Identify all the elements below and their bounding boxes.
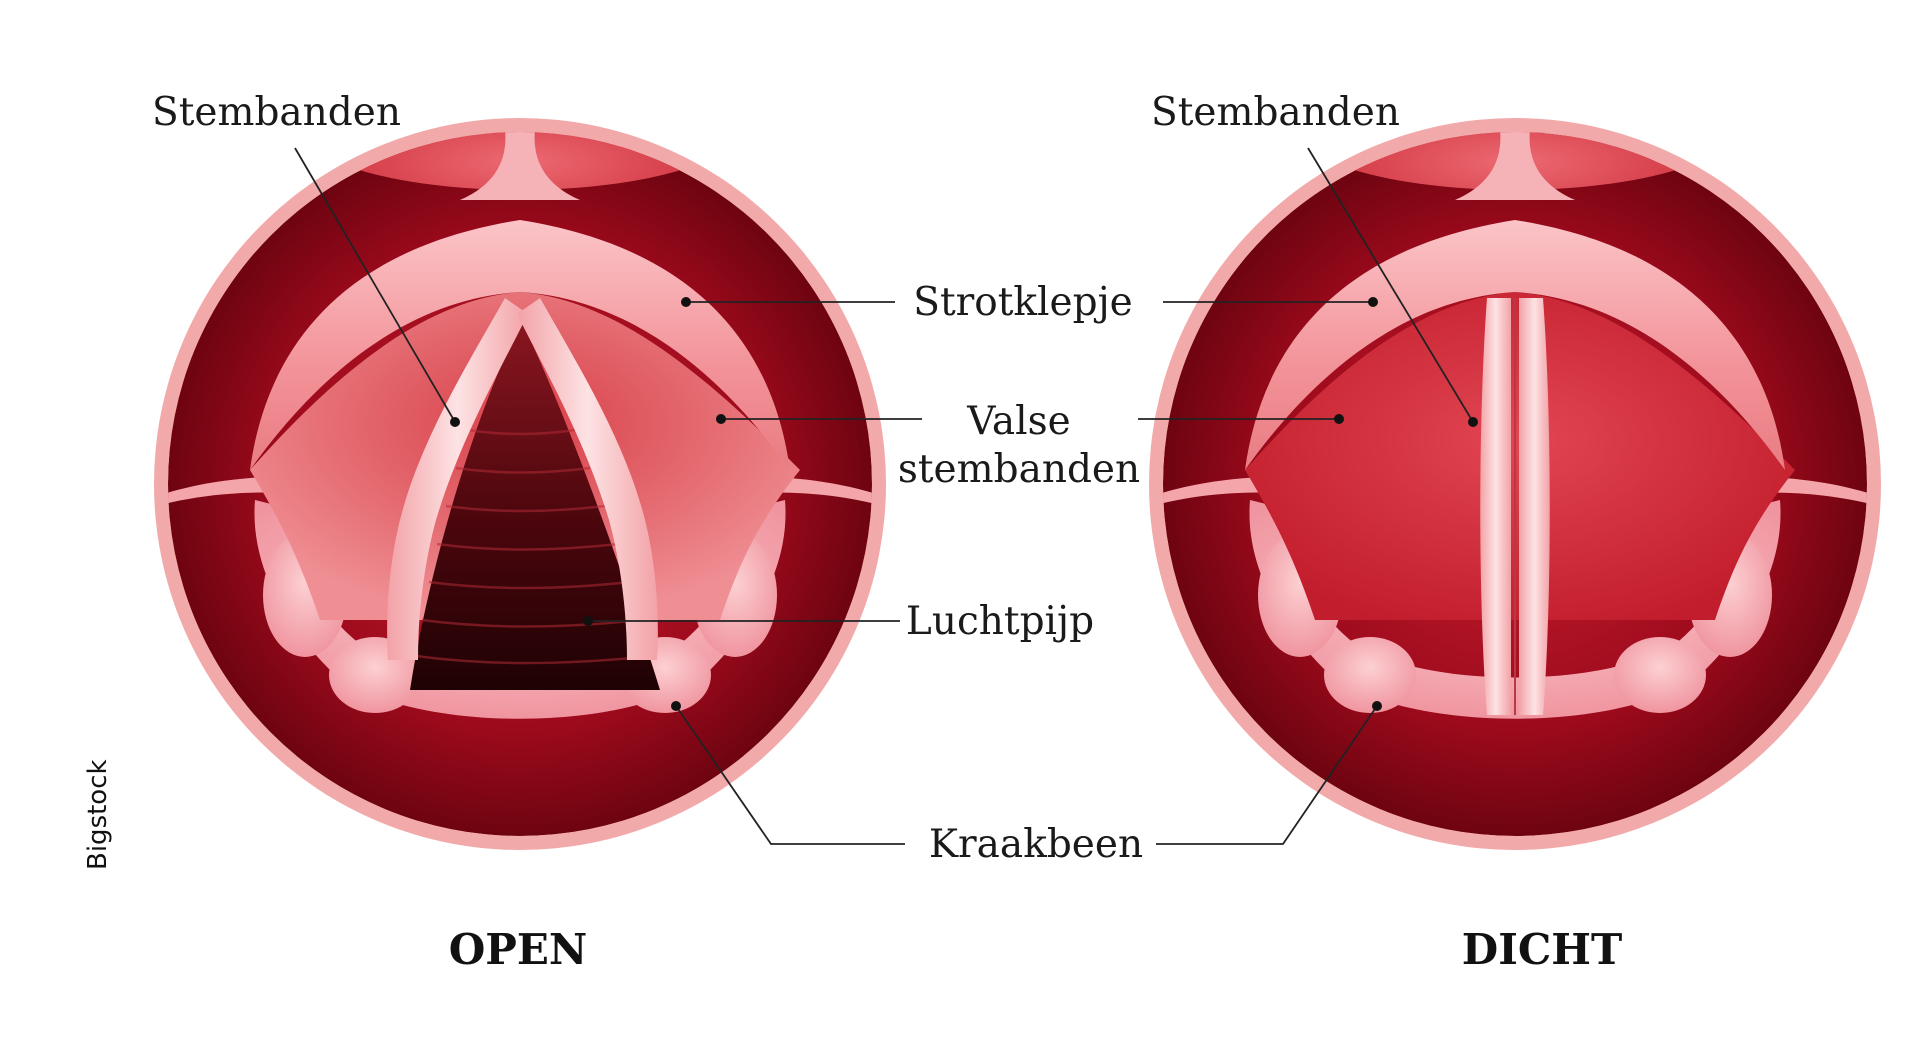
marker-trachea xyxy=(583,616,593,626)
title-closed: DICHT xyxy=(1462,925,1622,974)
leader-vocal-cords-right xyxy=(1307,147,1474,423)
leader-cartilage-left xyxy=(675,705,905,845)
image-credit: Bigstock xyxy=(83,759,113,870)
leader-lines xyxy=(294,147,1478,845)
marker-epiglottis-left xyxy=(681,297,691,307)
trachea-rings xyxy=(415,428,653,665)
label-trachea: Luchtpijp xyxy=(906,599,1094,644)
epiglottis xyxy=(250,220,790,470)
leader-vocal-cords-left xyxy=(294,147,456,423)
label-vocal-cords-right: Stembanden xyxy=(1151,90,1400,135)
epiglottis xyxy=(1245,220,1785,470)
vocal-cord-left xyxy=(387,298,528,660)
label-false-cords-line2: stembanden xyxy=(898,447,1140,492)
marker-false-cords-left xyxy=(716,414,726,424)
larynx-open-illustration xyxy=(154,118,886,850)
marker-vocal-cords-right xyxy=(1468,417,1478,427)
epiglottis-frenulum xyxy=(460,132,580,200)
label-false-cords-line1: Valse xyxy=(966,399,1070,444)
leader-cartilage-right xyxy=(1156,705,1378,845)
vocal-cord-left xyxy=(1480,298,1511,715)
vocal-cord-right xyxy=(1519,298,1550,715)
arytenoid-left-lower xyxy=(1324,637,1416,713)
vocal-cord-right xyxy=(517,298,658,660)
marker-cartilage-left xyxy=(671,701,681,711)
larynx-closed-illustration xyxy=(1149,118,1881,850)
label-vocal-cords-left: Stembanden xyxy=(152,90,401,135)
label-cartilage: Kraakbeen xyxy=(929,822,1143,867)
marker-cartilage-right xyxy=(1372,701,1382,711)
title-open: OPEN xyxy=(449,925,588,974)
tongue-base xyxy=(1285,132,1745,190)
epiglottis-frenulum xyxy=(1455,132,1575,200)
marker-vocal-cords-left xyxy=(450,417,460,427)
tongue-base xyxy=(290,132,750,190)
marker-false-cords-right xyxy=(1334,414,1344,424)
trachea-opening xyxy=(410,322,660,690)
marker-epiglottis-right xyxy=(1368,297,1378,307)
arytenoid-right-lower xyxy=(1614,637,1706,713)
label-epiglottis: Strotklepje xyxy=(913,280,1133,325)
